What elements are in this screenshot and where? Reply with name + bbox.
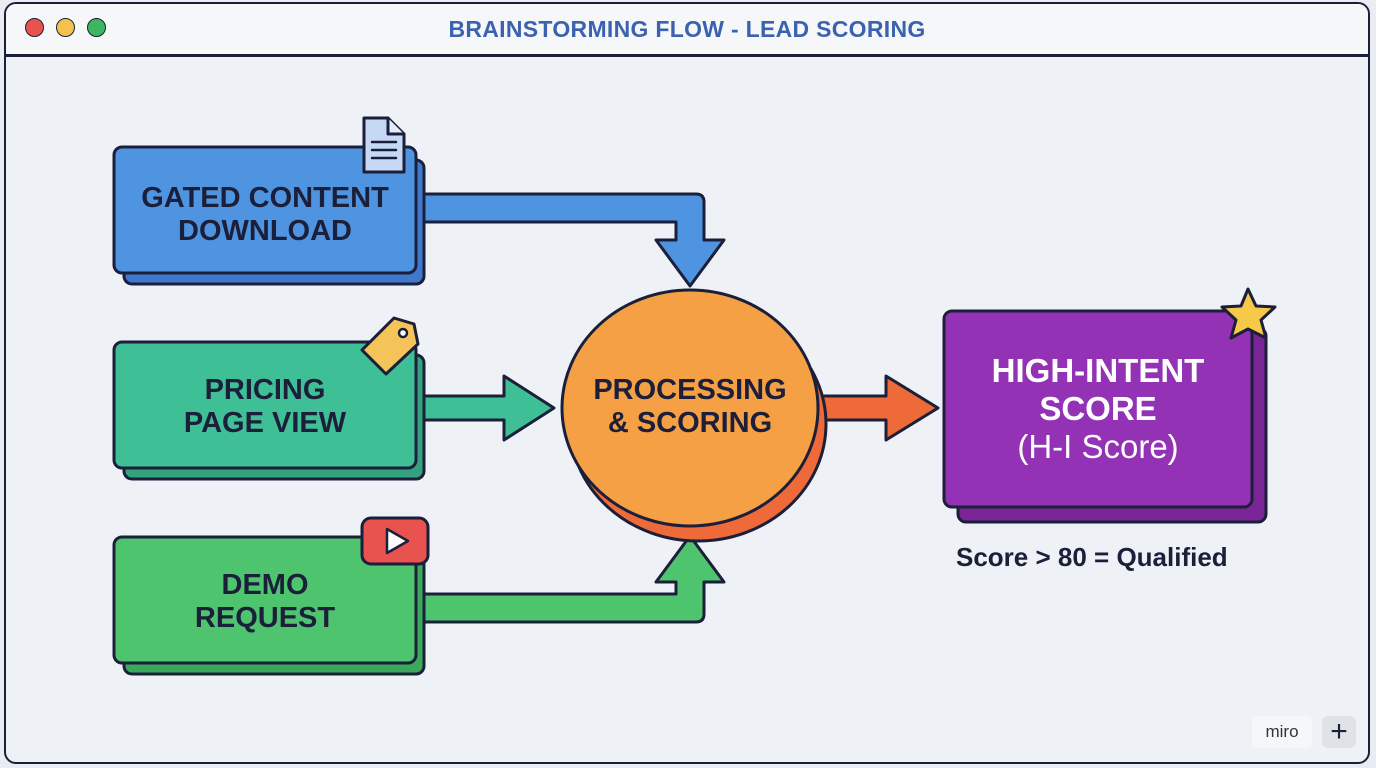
input-label-demo-request: DEMO REQUEST	[114, 569, 416, 636]
input-label-line1: GATED CONTENT	[141, 182, 389, 214]
process-label-line1: PROCESSING	[593, 374, 787, 406]
qualification-threshold-note: Score > 80 = Qualified	[956, 542, 1228, 572]
input-label-line1: PRICING	[204, 374, 326, 406]
title-bar: BRAINSTORMING FLOW - LEAD SCORING	[6, 4, 1368, 57]
output-label-line1: HIGH-INTENT	[991, 352, 1205, 389]
document-icon	[362, 116, 406, 174]
app-window: BRAINSTORMING FLOW - LEAD SCORING	[4, 2, 1370, 764]
input-card-demo-request[interactable]	[112, 535, 426, 676]
output-card-high-intent-score[interactable]	[942, 309, 1268, 524]
process-label-line2: & SCORING	[607, 407, 773, 440]
input-card-pricing-page-view[interactable]	[112, 340, 426, 481]
output-label: HIGH-INTENT SCORE (H-I Score)	[944, 352, 1252, 466]
input-label-line2: REQUEST	[194, 602, 336, 635]
input-card-gated-content[interactable]	[112, 145, 426, 286]
arrow-pricing-to-process	[414, 374, 556, 442]
miro-brand-badge[interactable]: miro	[1252, 716, 1312, 748]
add-button[interactable]: +	[1322, 716, 1356, 748]
process-label: PROCESSING & SCORING	[562, 374, 818, 441]
arrow-gated-to-process	[414, 192, 726, 288]
input-label-line2: DOWNLOAD	[178, 215, 352, 248]
input-label-gated-content: GATED CONTENT DOWNLOAD	[114, 182, 416, 249]
arrow-demo-to-process	[414, 534, 726, 624]
price-tag-icon	[360, 316, 420, 376]
window-title: BRAINSTORMING FLOW - LEAD SCORING	[448, 16, 926, 42]
maximize-window-button[interactable]	[87, 18, 106, 37]
input-label-pricing-page-view: PRICING PAGE VIEW	[114, 374, 416, 441]
play-video-icon	[360, 516, 430, 566]
output-label-line2: SCORE	[1039, 389, 1157, 427]
process-node[interactable]	[560, 288, 828, 543]
minimize-window-button[interactable]	[56, 18, 75, 37]
board-canvas	[112, 116, 1277, 676]
input-label-line1: DEMO	[221, 569, 309, 601]
input-label-line2: PAGE VIEW	[183, 407, 347, 440]
close-window-button[interactable]	[25, 18, 44, 37]
output-label-line3: (H-I Score)	[1017, 427, 1179, 465]
arrow-process-to-output	[810, 374, 940, 442]
star-icon	[1220, 287, 1277, 340]
